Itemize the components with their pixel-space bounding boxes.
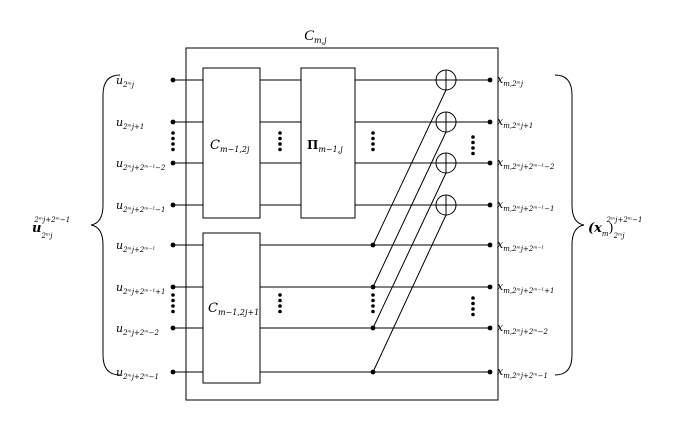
xor-feed [372, 214, 447, 373]
output-label: xm,2ᵐj+2ᵐ⁻¹−1 [497, 198, 554, 213]
ellipsis-dot [171, 131, 175, 135]
output-label: xm,2ᵐj+1 [497, 115, 533, 130]
ellipsis-dot [371, 298, 375, 303]
top-sub-block [202, 67, 261, 219]
output-node [487, 202, 493, 208]
ellipsis-dot [278, 142, 282, 146]
input-label: u2ᵐj+2ᵐ⁻¹+1 [116, 281, 165, 296]
ellipsis-dot [171, 142, 175, 146]
ellipsis-dot [471, 135, 475, 139]
output-label: xm,2ᵐj+2ᵐ−1 [497, 365, 548, 380]
ellipsis-dot [171, 304, 175, 308]
outer-block-label: Cm,j [304, 28, 327, 45]
ellipsis-dot [171, 293, 175, 297]
input-label: u2ᵐj+2ᵐ⁻¹−2 [116, 157, 166, 172]
input-label: u2ᵐj+2ᵐ−2 [116, 322, 159, 337]
input-label: u2ᵐj+2ᵐ⁻¹−1 [116, 199, 165, 214]
output-node [487, 242, 493, 248]
ellipsis-dot [171, 136, 175, 141]
permutation-label: Πm−1,j [307, 138, 343, 154]
output-node [487, 119, 493, 125]
bottom-sub-block-label: Cm−1,2j+1 [208, 301, 259, 317]
wires [170, 69, 493, 375]
xor-feed [372, 131, 447, 288]
input-labels: u2ᵐj u2ᵐj+1 u2ᵐj+2ᵐ⁻¹−2 u2ᵐj+2ᵐ⁻¹−1 u2ᵐj+2ᵐ⁻… [116, 74, 166, 381]
output-label: xm,2ᵐj [497, 73, 524, 88]
input-vector-label: u2ᵐj2ᵐj+2ᵐ−1 [32, 216, 70, 240]
ellipsis-dot [171, 309, 175, 314]
ellipsis-dot [471, 296, 475, 300]
bottom-sub-block [202, 232, 261, 384]
ellipsis-dot [278, 293, 282, 297]
output-vector-label: (xm)2ᵐj2ᵐj+2ᵐ−1 [588, 216, 642, 240]
ellipsis-dot [471, 312, 475, 317]
ellipsis-dot [278, 298, 282, 303]
output-node [487, 284, 493, 290]
ellipsis-dot [278, 147, 282, 152]
ellipsis-dot [371, 147, 375, 152]
top-sub-block-label: Cm−1,2j [210, 138, 250, 154]
ellipsis-dot [278, 309, 282, 314]
xor-feed [372, 172, 447, 329]
left-brace [90, 74, 121, 376]
input-label: u2ᵐj+2ᵐ⁻¹ [116, 239, 155, 254]
ellipsis-dot [471, 146, 475, 150]
ellipsis-dot [371, 142, 375, 146]
permutation-block [300, 67, 356, 219]
xor-feed [372, 89, 447, 246]
ellipsis-dot [171, 298, 175, 303]
ellipsis-dot [371, 309, 375, 314]
output-label: xm,2ᵐj+2ᵐ⁻¹−2 [497, 156, 555, 171]
ellipsis-dot [278, 131, 282, 135]
ellipsis-dot [471, 301, 475, 306]
output-labels: xm,2ᵐj xm,2ᵐj+1 xm,2ᵐj+2ᵐ⁻¹−2 xm,2ᵐj+2ᵐ⁻¹−1… [497, 73, 555, 380]
output-node [487, 160, 493, 166]
ellipsis-dot [371, 131, 375, 135]
input-label: u2ᵐj+2ᵐ−1 [116, 366, 159, 381]
output-label: xm,2ᵐj+2ᵐ⁻¹ [497, 238, 544, 253]
ellipsis-dot [371, 293, 375, 297]
ellipsis-dot [278, 136, 282, 141]
output-label: xm,2ᵐj+2ᵐ⁻¹+1 [497, 280, 554, 295]
ellipsis-dot [171, 147, 175, 152]
ellipsis-dot [278, 304, 282, 308]
ellipsis-dot [471, 140, 475, 145]
ellipsis-dot [471, 151, 475, 156]
ellipsis-dot [371, 304, 375, 308]
ellipsis-dot [471, 307, 475, 311]
output-node [487, 325, 493, 331]
ellipsis-dot [371, 136, 375, 141]
output-node [487, 77, 493, 83]
right-brace [554, 74, 585, 376]
output-label: xm,2ᵐj+2ᵐ−2 [497, 321, 548, 336]
input-label: u2ᵐj [116, 74, 135, 89]
input-label: u2ᵐj+1 [116, 116, 144, 131]
outer-block [185, 47, 499, 401]
output-node [487, 369, 493, 375]
